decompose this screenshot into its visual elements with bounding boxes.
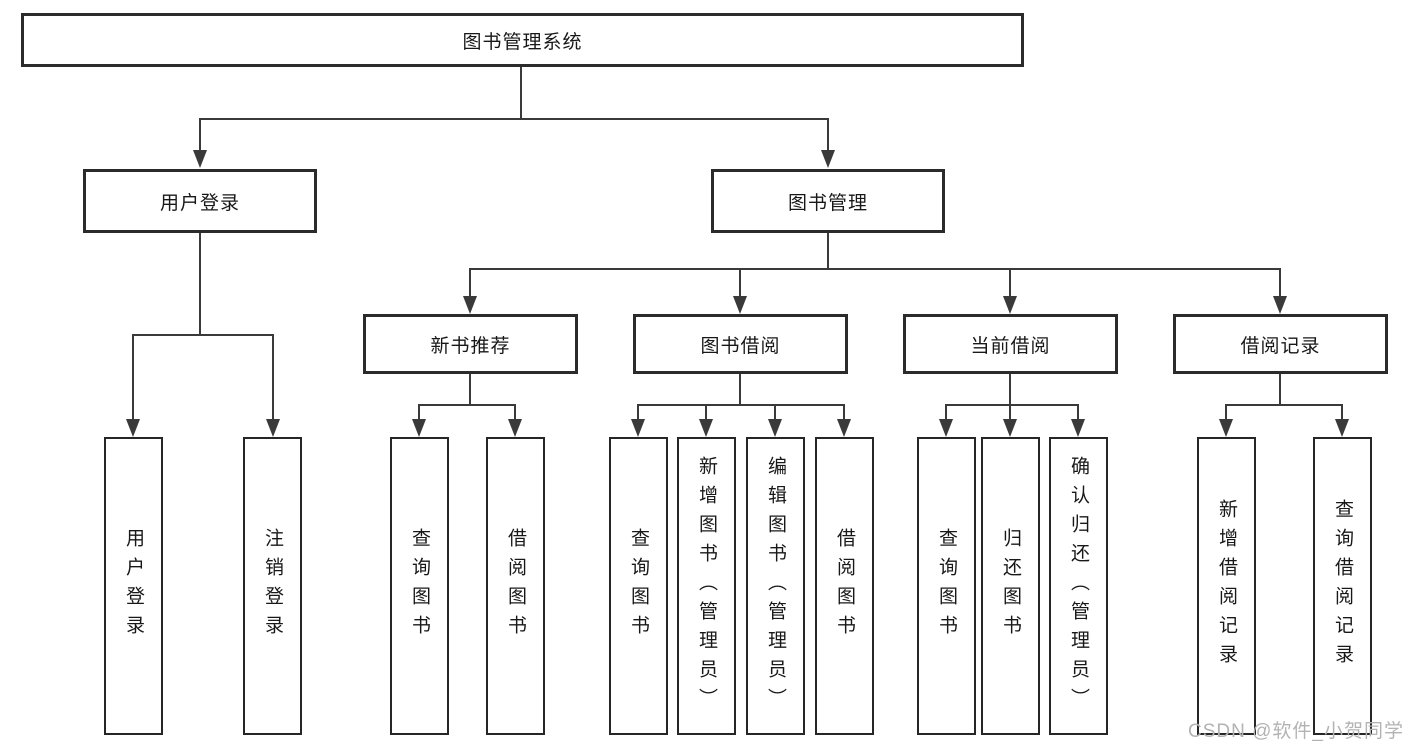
leaf-label: 新增图书（管理员） (696, 455, 717, 717)
leaf-query-borrow-record: 查询借阅记录 (1313, 437, 1372, 735)
arrowhead-icon (1003, 296, 1017, 314)
connector-line (739, 372, 741, 406)
connector-line (199, 233, 201, 336)
arrowhead-icon (193, 150, 207, 168)
connector-line (418, 404, 516, 406)
arrowhead-icon (1273, 296, 1287, 314)
csdn-watermark: CSDN @软件_小贺同学 (1188, 721, 1404, 742)
arrowhead-icon (1335, 419, 1349, 437)
connector-line (945, 404, 1079, 406)
arrowhead-icon (266, 419, 280, 437)
node-book-borrowing: 图书借阅 (633, 314, 848, 374)
leaf-add-book-admin: 新增图书（管理员） (677, 437, 736, 735)
arrowhead-icon (1003, 419, 1017, 437)
leaf-edit-book-admin: 编辑图书（管理员） (746, 437, 805, 735)
arrowhead-icon (412, 419, 426, 437)
arrowhead-icon (631, 419, 645, 437)
connector-line (1009, 404, 1011, 421)
leaf-confirm-return-admin: 确认归还（管理员） (1049, 437, 1108, 735)
node-book-management: 图书管理 (711, 169, 945, 233)
leaf-user-login: 用户登录 (104, 437, 163, 735)
arrowhead-icon (821, 150, 835, 168)
arrowhead-icon (463, 296, 477, 314)
leaf-borrow-books-recommend: 借阅图书 (486, 437, 545, 735)
arrowhead-icon (837, 419, 851, 437)
arrowhead-icon (1219, 419, 1233, 437)
arrowhead-icon (1071, 419, 1085, 437)
node-current-borrowing: 当前借阅 (903, 314, 1118, 374)
connector-line (199, 118, 829, 120)
leaf-label: 借阅图书 (834, 528, 855, 644)
leaf-label: 用户登录 (123, 528, 144, 644)
connector-line (272, 334, 274, 421)
connector-line (132, 334, 134, 421)
connector-line (132, 334, 274, 336)
connector-line (1341, 404, 1343, 421)
leaf-label: 新增借阅记录 (1216, 499, 1237, 673)
leaf-label: 查询借阅记录 (1332, 499, 1353, 673)
connector-line (637, 404, 639, 421)
connector-line (705, 404, 707, 421)
leaf-label: 查询图书 (936, 528, 957, 644)
leaf-label: 查询图书 (628, 528, 649, 644)
connector-line (1225, 404, 1343, 406)
node-user-login: 用户登录 (83, 169, 317, 233)
connector-line (827, 118, 829, 152)
leaf-logout: 注销登录 (243, 437, 302, 735)
leaf-query-books-recommend: 查询图书 (390, 437, 449, 735)
arrowhead-icon (939, 419, 953, 437)
leaf-label: 编辑图书（管理员） (765, 455, 786, 717)
leaf-query-books-borrowing: 查询图书 (609, 437, 668, 735)
connector-line (1279, 372, 1281, 406)
connector-line (418, 404, 420, 421)
leaf-label: 借阅图书 (505, 528, 526, 644)
leaf-borrow-books-borrowing: 借阅图书 (815, 437, 874, 735)
leaf-add-borrow-record: 新增借阅记录 (1197, 437, 1256, 735)
connector-line (1077, 404, 1079, 421)
connector-line (520, 65, 522, 119)
connector-line (843, 404, 845, 421)
connector-line (514, 404, 516, 421)
connector-line (1009, 268, 1011, 298)
node-new-book-recommendation: 新书推荐 (363, 314, 578, 374)
connector-line (637, 404, 845, 406)
arrowhead-icon (508, 419, 522, 437)
node-borrowing-records: 借阅记录 (1173, 314, 1388, 374)
connector-line (945, 404, 947, 421)
node-library-system: 图书管理系统 (21, 13, 1024, 67)
arrowhead-icon (699, 419, 713, 437)
arrowhead-icon (768, 419, 782, 437)
connector-line (1009, 372, 1011, 406)
connector-line (774, 404, 776, 421)
leaf-label: 注销登录 (262, 528, 283, 644)
leaf-label: 查询图书 (409, 528, 430, 644)
leaf-label: 归还图书 (1000, 528, 1021, 644)
connector-line (827, 233, 829, 270)
arrowhead-icon (126, 419, 140, 437)
leaf-return-books: 归还图书 (981, 437, 1040, 735)
leaf-query-books-current: 查询图书 (917, 437, 976, 735)
connector-line (199, 118, 201, 152)
connector-line (469, 372, 471, 406)
connector-line (469, 268, 471, 298)
leaf-label: 确认归还（管理员） (1068, 455, 1089, 717)
connector-line (1279, 268, 1281, 298)
connector-line (1225, 404, 1227, 421)
connector-line (470, 268, 1281, 270)
connector-line (739, 268, 741, 298)
arrowhead-icon (733, 296, 747, 314)
